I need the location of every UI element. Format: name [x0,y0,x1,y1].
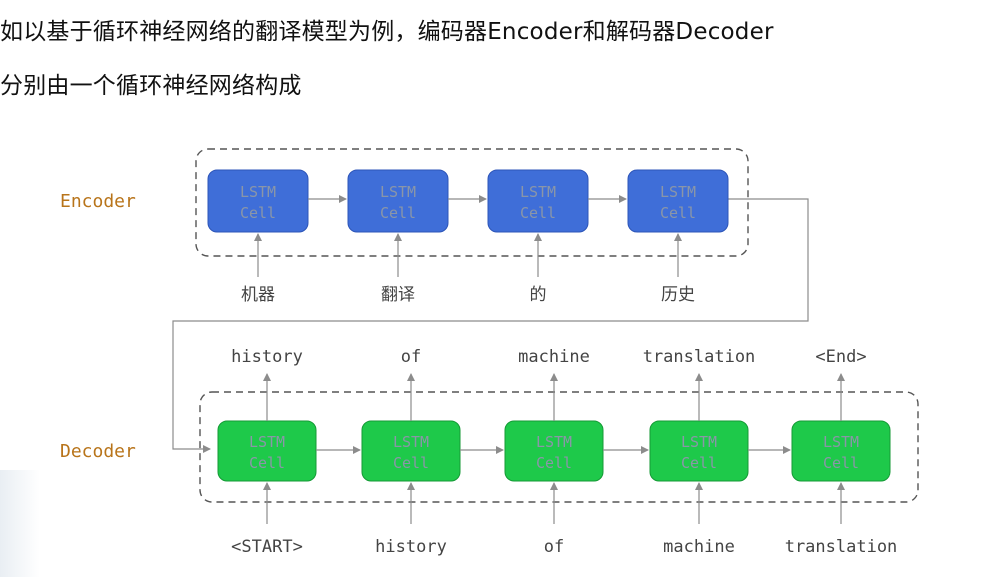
encoder-group-box [195,148,749,257]
decoder-input-token-4: machine [663,537,735,557]
decoder-input-token-3: of [544,537,564,557]
decoder-lstm-cell-1: LSTM Cell [217,420,317,482]
intro-line-1: 如以基于循环神经网络的翻译模型为例，编码器Encoder和解码器Decoder [0,19,774,45]
encoder-lstm-cell-2-label-line1: LSTM [380,183,416,201]
decoder-group-box [199,391,919,503]
decoder-lstm-cell-3: LSTM Cell [504,420,604,482]
encoder-lstm-cell-1-label-line2: Cell [240,204,276,222]
encoder-lstm-cell-4-box [627,169,729,233]
decoder-output-token-4: translation [643,347,756,367]
encoder-input-token-1: 机器 [241,285,275,305]
decoder-lstm-cell-5-label-line2: Cell [823,454,859,472]
encoder-lstm-cell-1-label-line1: LSTM [240,183,276,201]
decoder-lstm-cell-4-box [649,420,749,482]
decoder-lstm-cell-3-label-line1: LSTM [536,433,572,451]
decoder-lstm-cell-3-label-line2: Cell [536,454,572,472]
encoder-lstm-cell-4: LSTM Cell [627,169,729,233]
decoder-lstm-cell-4-label-line2: Cell [681,454,717,472]
decoder-lstm-cell-1-label-line1: LSTM [249,433,285,451]
decoder-lstm-cell-1-label-line2: Cell [249,454,285,472]
decoder-lstm-cell-2-box [361,420,461,482]
encoder-lstm-cell-4-label-line2: Cell [660,204,696,222]
encoder-lstm-cell-2-label-line2: Cell [380,204,416,222]
encoder-input-token-4: 历史 [661,285,695,305]
decoder-lstm-cell-2-label-line2: Cell [393,454,429,472]
decoder-lstm-cell-2-label-line1: LSTM [393,433,429,451]
decoder-output-token-5: <End> [815,347,866,367]
decoder-input-token-2: history [375,537,447,557]
encoder-input-token-3: 的 [530,285,547,305]
decoder-lstm-cell-2: LSTM Cell [361,420,461,482]
encoder-input-token-2: 翻译 [381,285,415,305]
encoder-lstm-cell-1: LSTM Cell [207,169,309,233]
decoder-lstm-cell-5-box [791,420,891,482]
decoder-output-token-3: machine [518,347,590,367]
decoder-output-token-2: of [401,347,421,367]
decoder-lstm-cell-1-box [217,420,317,482]
encoder-label: Encoder [60,191,136,212]
slide-edge-shadow [0,470,40,577]
encoder-lstm-cell-3-label-line1: LSTM [520,183,556,201]
encoder-lstm-cell-2-box [347,169,449,233]
encoder-lstm-cell-3: LSTM Cell [487,169,589,233]
decoder-lstm-cell-4-label-line1: LSTM [681,433,717,451]
decoder-input-token-5: translation [785,537,898,557]
encoder-lstm-cell-3-box [487,169,589,233]
decoder-label: Decoder [60,441,136,462]
decoder-output-token-1: history [231,347,303,367]
encoder-lstm-cell-1-box [207,169,309,233]
decoder-input-token-1: <START> [231,537,303,557]
context-connector [172,198,809,453]
decoder-lstm-cell-5-label-line1: LSTM [823,433,859,451]
encoder-lstm-cell-2: LSTM Cell [347,169,449,233]
encoder-lstm-cell-4-label-line1: LSTM [660,183,696,201]
encoder-lstm-cell-3-label-line2: Cell [520,204,556,222]
intro-line-2: 分别由一个循环神经网络构成 [0,73,302,99]
decoder-lstm-cell-4: LSTM Cell [649,420,749,482]
decoder-lstm-cell-5: LSTM Cell [791,420,891,482]
decoder-lstm-cell-3-box [504,420,604,482]
